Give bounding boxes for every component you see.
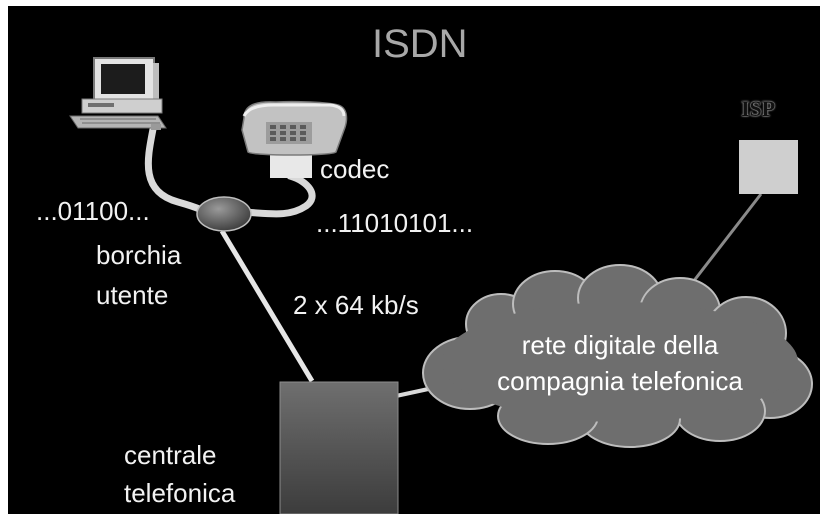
bits-user-label: ...01100... xyxy=(36,196,150,226)
centrale-label-line2: telefonica xyxy=(124,478,236,508)
cloud-label-line2: compagnia telefonica xyxy=(497,366,743,396)
telephone-icon xyxy=(241,100,348,156)
codec-label: codec xyxy=(320,154,390,184)
centrale-box xyxy=(279,381,399,514)
cloud-body xyxy=(442,302,798,422)
rate-label: 2 x 64 kb/s xyxy=(293,290,419,320)
diagram-artwork xyxy=(69,57,813,514)
centrale-label-line1: centrale xyxy=(124,440,217,470)
borchia-label-line2: utente xyxy=(96,280,169,310)
codec-cable xyxy=(237,172,316,218)
line-to-centrale xyxy=(219,229,315,383)
isp-box xyxy=(739,140,798,194)
borchia-node xyxy=(196,196,252,232)
cloud-label-line1: rete digitale della xyxy=(521,330,719,360)
computer-icon xyxy=(69,57,167,130)
isdn-diagram: ISDN ISP codec ...01100... ...11010101..… xyxy=(8,6,820,514)
borchia-label-line1: borchia xyxy=(96,240,182,270)
bits-phone-label: ...11010101... xyxy=(316,208,474,238)
diagram-title: ISDN xyxy=(372,22,468,66)
isp-label: ISP xyxy=(741,96,776,121)
